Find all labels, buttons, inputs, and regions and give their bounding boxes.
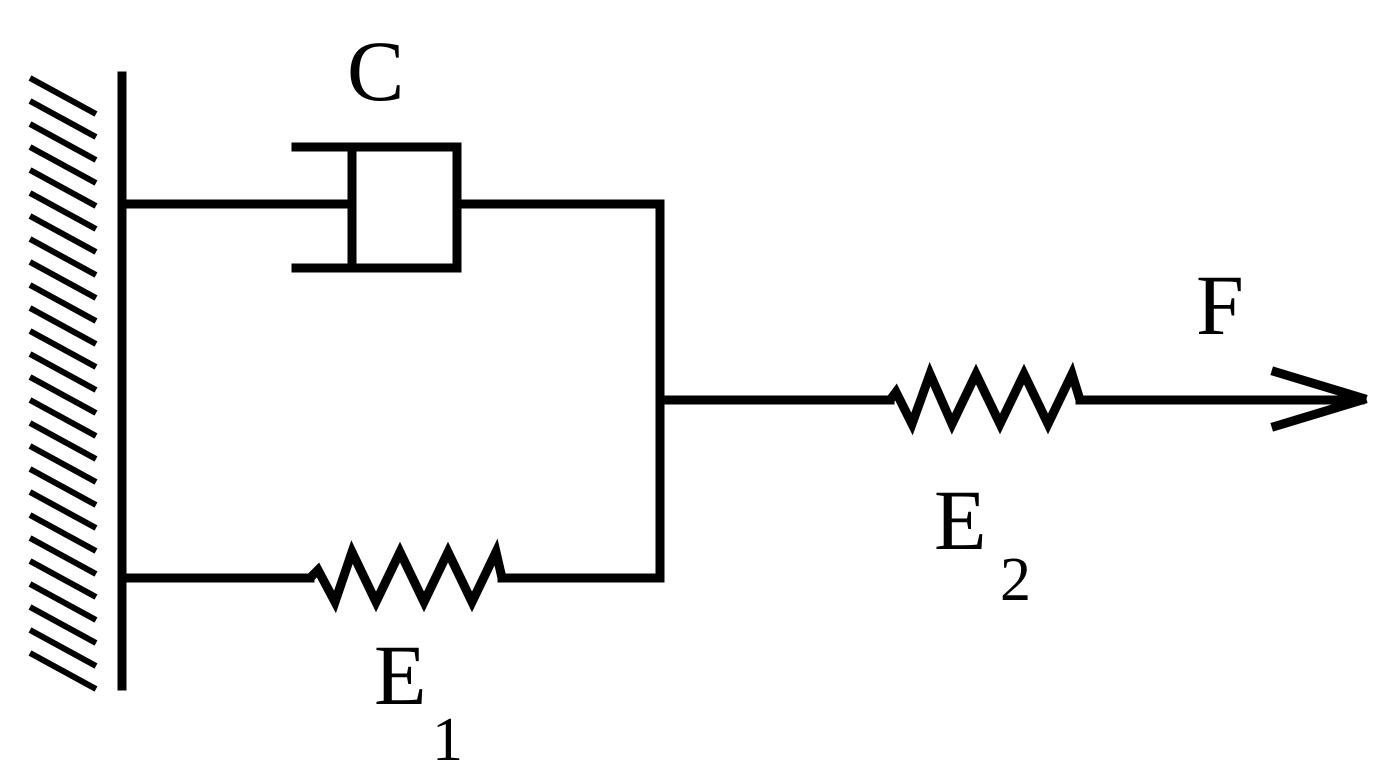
damper-c <box>117 142 665 273</box>
spring-e1 <box>117 538 665 614</box>
hatch-line <box>28 535 98 577</box>
hatch-line <box>28 420 98 462</box>
spring-e2 <box>655 361 1365 436</box>
hatch-line <box>28 236 98 278</box>
hatch-line <box>28 190 98 232</box>
hatch-line <box>28 144 98 186</box>
hatch-line <box>28 282 98 324</box>
spring-e1-subscript: 1 <box>432 706 463 774</box>
spring-e2-subscript: 2 <box>1000 546 1031 614</box>
hatch-line <box>28 328 98 370</box>
hatch-line <box>28 466 98 508</box>
hatch-line <box>28 558 98 600</box>
hatch-line <box>28 397 98 439</box>
hatch-line <box>28 75 98 117</box>
hatch-line <box>28 443 98 485</box>
hatch-line <box>28 489 98 531</box>
spring-e2-label: E <box>934 472 987 568</box>
hatch-line <box>28 604 98 646</box>
hatch-line <box>28 650 98 692</box>
hatch-line <box>28 512 98 554</box>
hatch-line <box>28 121 98 163</box>
force-arrow <box>1270 366 1368 432</box>
hatch-line <box>28 213 98 255</box>
hatch-line <box>28 167 98 209</box>
spring-e1-label: E <box>374 627 427 723</box>
hatch-line <box>28 581 98 623</box>
wall-hatching <box>28 75 98 692</box>
hatch-line <box>28 374 98 416</box>
hatch-line <box>28 305 98 347</box>
hatch-line <box>28 98 98 140</box>
hatch-line <box>28 259 98 301</box>
damper-label: C <box>347 23 404 119</box>
hatch-line <box>28 351 98 393</box>
force-label: F <box>1196 257 1244 353</box>
hatch-line <box>28 627 98 669</box>
